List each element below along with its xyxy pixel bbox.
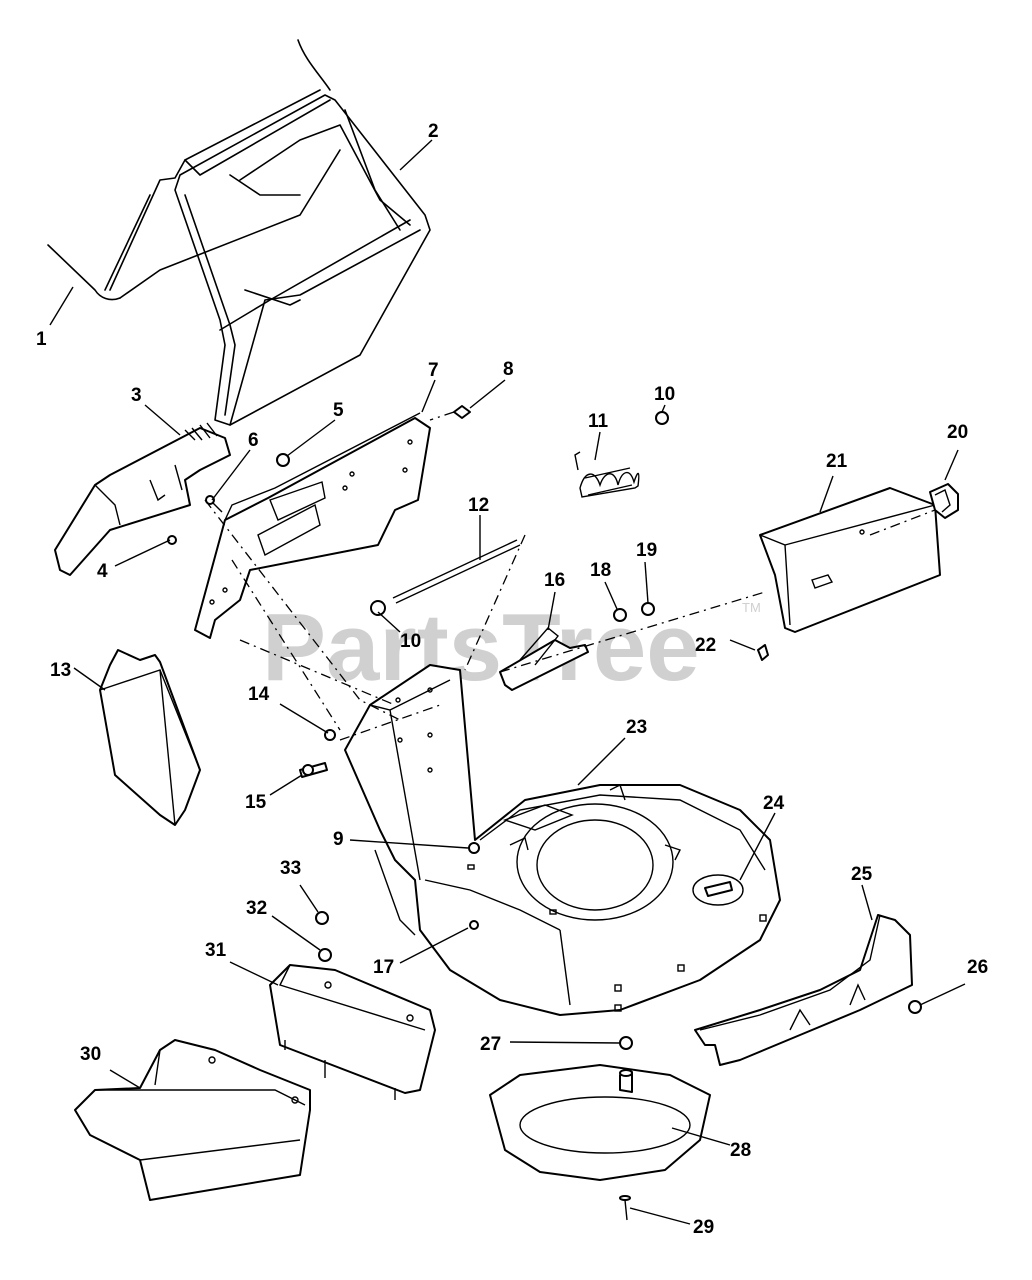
part-nut-10-lower	[370, 600, 386, 616]
part-nut-5	[276, 453, 290, 467]
part-flap-13	[99, 649, 201, 826]
part-grass-bag	[47, 39, 341, 301]
part-bolt-6	[205, 495, 223, 513]
watermark-trademark: TM	[742, 600, 761, 615]
callout-22: 22	[695, 635, 716, 656]
callout-30: 30	[80, 1044, 101, 1065]
callout-24: 24	[763, 793, 785, 814]
part-cover-21	[759, 487, 941, 633]
callout-8: 8	[503, 359, 514, 380]
callout-4: 4	[97, 561, 108, 582]
callout-33: 33	[280, 858, 301, 879]
callout-20: 20	[947, 422, 968, 443]
callout-15: 15	[245, 792, 267, 813]
callout-6: 6	[248, 430, 259, 451]
part-bolt-29	[619, 1195, 631, 1221]
callout-9: 9	[333, 829, 344, 850]
callout-14: 14	[248, 684, 270, 705]
part-nut-33	[315, 911, 329, 925]
part-chute-plate	[194, 412, 431, 639]
watermark: PartsTree	[262, 594, 700, 701]
callout-12: 12	[468, 495, 489, 516]
part-deflector-25	[694, 914, 913, 1066]
part-deck-housing-23	[344, 664, 781, 1016]
callout-29: 29	[693, 1217, 714, 1238]
callout-28: 28	[730, 1140, 751, 1161]
callout-19: 19	[636, 540, 657, 561]
part-nut-27	[619, 1036, 633, 1050]
part-nut-19	[641, 602, 655, 616]
callout-27: 27	[480, 1034, 501, 1055]
part-dish-28	[489, 1064, 711, 1181]
callout-labels: 1 2 3 4 5 6 7 8 9 10 10 11 12 13 14 15 1…	[36, 121, 988, 1238]
callout-3: 3	[131, 385, 142, 406]
part-pin-22	[757, 644, 769, 661]
part-rod-12	[392, 539, 521, 604]
part-skirt-30	[74, 1039, 311, 1201]
callout-11: 11	[588, 411, 609, 432]
leader-lines	[49, 139, 966, 1225]
part-spring-11	[574, 451, 640, 498]
callout-5: 5	[333, 400, 344, 421]
part-nut-9	[468, 842, 480, 854]
callout-23: 23	[626, 717, 647, 738]
callout-1: 1	[36, 329, 47, 350]
part-nut-17	[469, 920, 479, 930]
part-bolt-15	[299, 762, 328, 778]
callout-18: 18	[590, 560, 611, 581]
callout-13: 13	[50, 660, 71, 681]
callout-31: 31	[205, 940, 227, 961]
part-bag-frame	[174, 94, 431, 426]
part-bolt-24	[692, 874, 744, 906]
part-nut-10-upper	[655, 411, 669, 425]
part-knob-20	[929, 483, 959, 519]
alignment-lines	[204, 499, 936, 741]
part-cover-31	[269, 964, 436, 1100]
part-nut-26	[908, 1000, 922, 1014]
part-washer-32	[318, 948, 332, 962]
part-pin-8	[429, 405, 471, 421]
callout-7: 7	[428, 360, 439, 381]
callout-21: 21	[826, 451, 848, 472]
callout-10-upper: 10	[654, 384, 675, 405]
callout-26: 26	[967, 957, 988, 978]
part-washer-18	[613, 608, 627, 622]
callout-16: 16	[544, 570, 565, 591]
part-handle-bracket	[54, 422, 231, 576]
callout-17: 17	[373, 957, 394, 978]
callout-25: 25	[851, 864, 873, 885]
callout-32: 32	[246, 898, 267, 919]
callout-10-lower: 10	[400, 631, 421, 652]
callout-2: 2	[428, 121, 439, 142]
